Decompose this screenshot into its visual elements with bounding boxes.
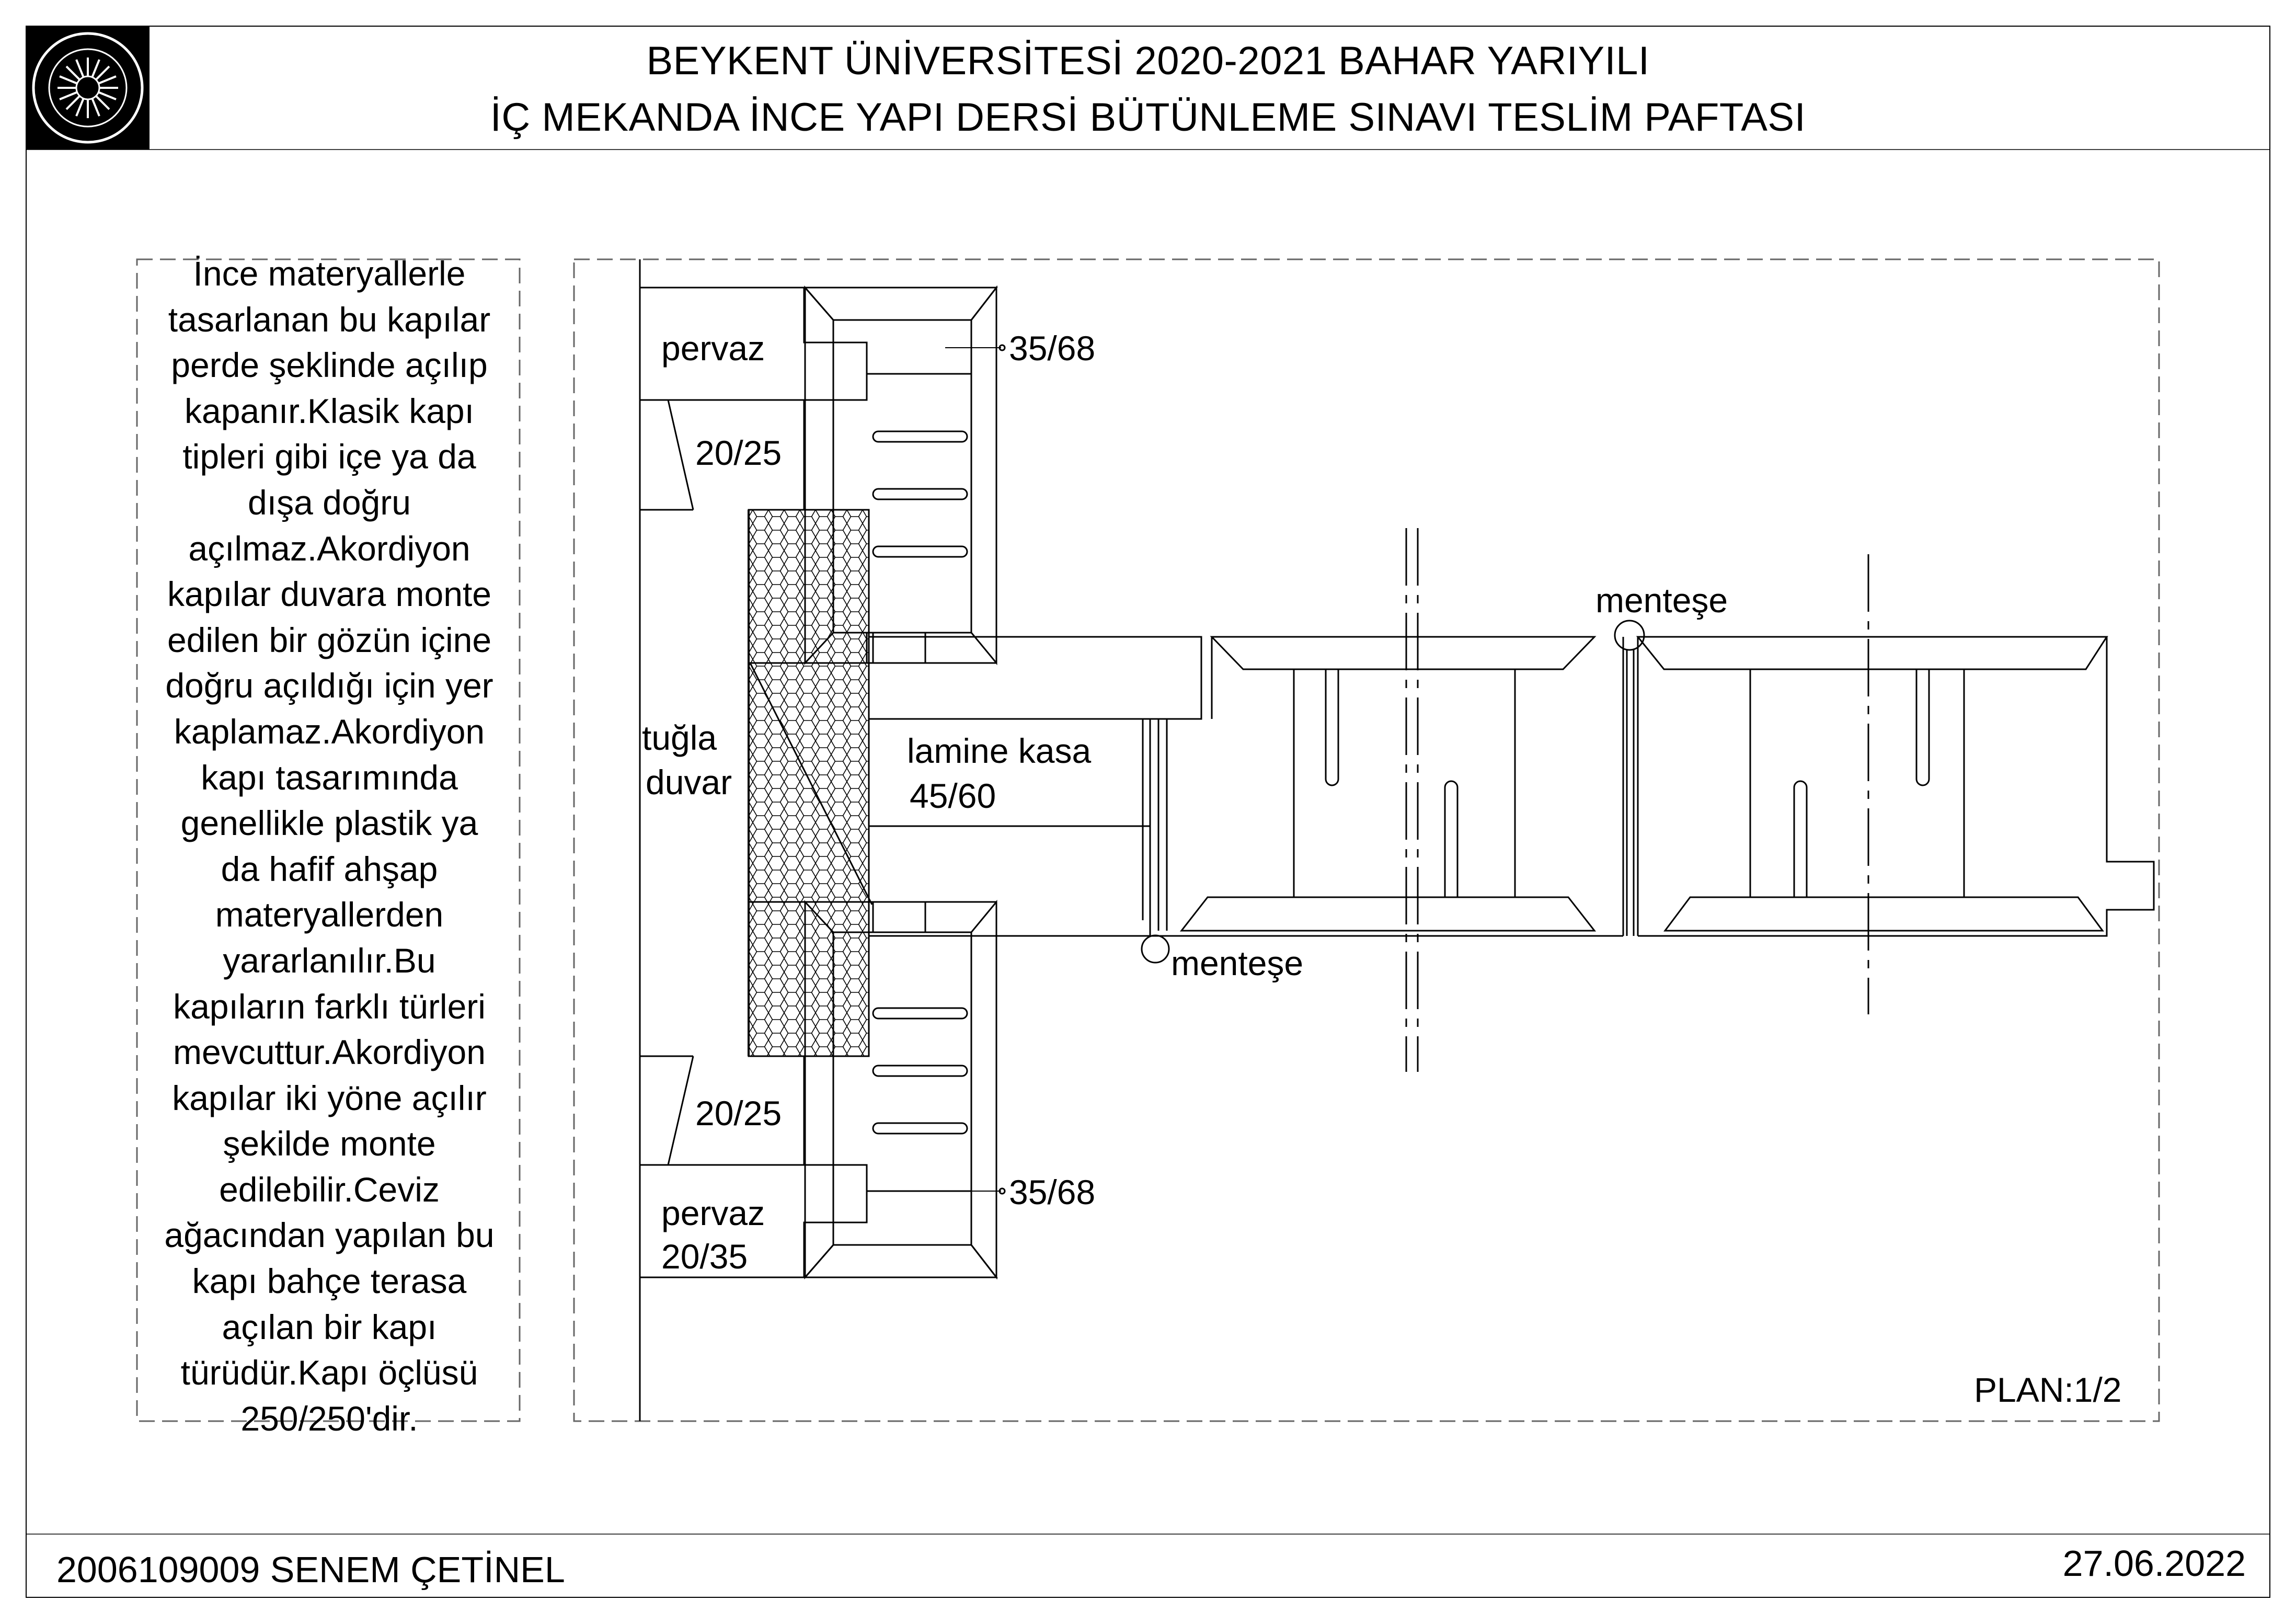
- break-line-1: [1405, 528, 1419, 1072]
- description-line: perde şeklinde açılıp: [171, 346, 488, 385]
- plan-scale-label: PLAN:1/2: [1974, 1370, 2122, 1409]
- title-line-1: BEYKENT ÜNİVERSİTESİ 2020-2021 BAHAR YAR…: [646, 39, 1650, 83]
- description-line: ağacından yapılan bu: [164, 1216, 495, 1255]
- accordion-panel-2: [1636, 636, 2155, 937]
- hinge-icon: [1614, 620, 1645, 936]
- description-line: kapı tasarımında: [201, 758, 458, 797]
- description-line: kapıların farklı türleri: [173, 987, 486, 1026]
- description-line: açılmaz.Akordiyon: [188, 529, 470, 568]
- description-line: yararlanılır.Bu: [223, 941, 436, 980]
- label-tugla: tuğla: [642, 718, 717, 757]
- description-text: İnce materyallerle tasarlanan bu kapılar p…: [137, 251, 522, 1438]
- title-line-2: İÇ MEKANDA İNCE YAPI DERSİ BÜTÜNLEME SIN…: [490, 95, 1806, 140]
- sheet-frame: [26, 26, 2270, 1598]
- label-dim-20-35: 20/35: [661, 1237, 748, 1276]
- label-menteshe-bottom: menteşe: [1171, 944, 1304, 982]
- description-line: mevcuttur.Akordiyon: [173, 1033, 486, 1072]
- student-name: 2006109009 SENEM ÇETİNEL: [56, 1549, 565, 1590]
- label-duvar: duvar: [646, 763, 732, 802]
- description-line: kapı bahçe terasa: [192, 1262, 467, 1301]
- description-line: edilebilir.Ceviz: [219, 1170, 440, 1209]
- label-dim-20-25-bottom: 20/25: [695, 1094, 782, 1133]
- description-line: açılan bir kapı: [222, 1307, 437, 1346]
- description-line: tipleri gibi içe ya da: [182, 437, 476, 476]
- description-line: kapılar iki yöne açılır: [172, 1078, 487, 1117]
- description-line: dışa doğru: [248, 483, 411, 522]
- drawing-frame: [573, 258, 2160, 1422]
- university-seal-icon: [26, 26, 150, 150]
- brick-wall: [748, 509, 873, 1057]
- description-line: genellikle plastik ya: [180, 804, 478, 843]
- submission-date: 27.06.2022: [2062, 1543, 2246, 1584]
- description-line: doğru açıldığı için yer: [165, 666, 493, 705]
- label-menteshe-top: menteşe: [1595, 581, 1728, 620]
- label-dim-35-68-top: 35/68: [1009, 329, 1096, 368]
- description-line: şekilde monte: [223, 1124, 436, 1163]
- description-line: materyallerden: [215, 895, 444, 934]
- description-line: İnce materyallerle: [193, 254, 466, 293]
- label-lamine-kasa: lamine kasa: [907, 731, 1092, 770]
- accordion-panel-1: [1157, 636, 1624, 936]
- label-dim-45-60: 45/60: [910, 776, 996, 815]
- description-line: kapılar duvara monte: [167, 575, 491, 614]
- description-line: 250/250'dir.: [240, 1399, 418, 1438]
- label-pervaz-bottom: pervaz: [661, 1194, 765, 1232]
- label-dim-20-25-top: 20/25: [695, 433, 782, 472]
- description-line: kapanır.Klasik kapı: [185, 391, 474, 430]
- description-line: tasarlanan bu kapılar: [168, 300, 491, 339]
- description-line: türüdür.Kapı öçlüsü: [180, 1353, 478, 1392]
- description-line: da hafif ahşap: [221, 849, 438, 888]
- bottom-frame-assembly: [640, 899, 1006, 1280]
- description-frame: [136, 258, 521, 1422]
- description-line: edilen bir gözün içine: [167, 620, 492, 659]
- label-dim-35-68-bottom: 35/68: [1009, 1173, 1096, 1211]
- hinge-icon: [1141, 934, 1170, 964]
- label-pervaz-top: pervaz: [661, 329, 765, 368]
- description-line: kaplamaz.Akordiyon: [174, 712, 485, 751]
